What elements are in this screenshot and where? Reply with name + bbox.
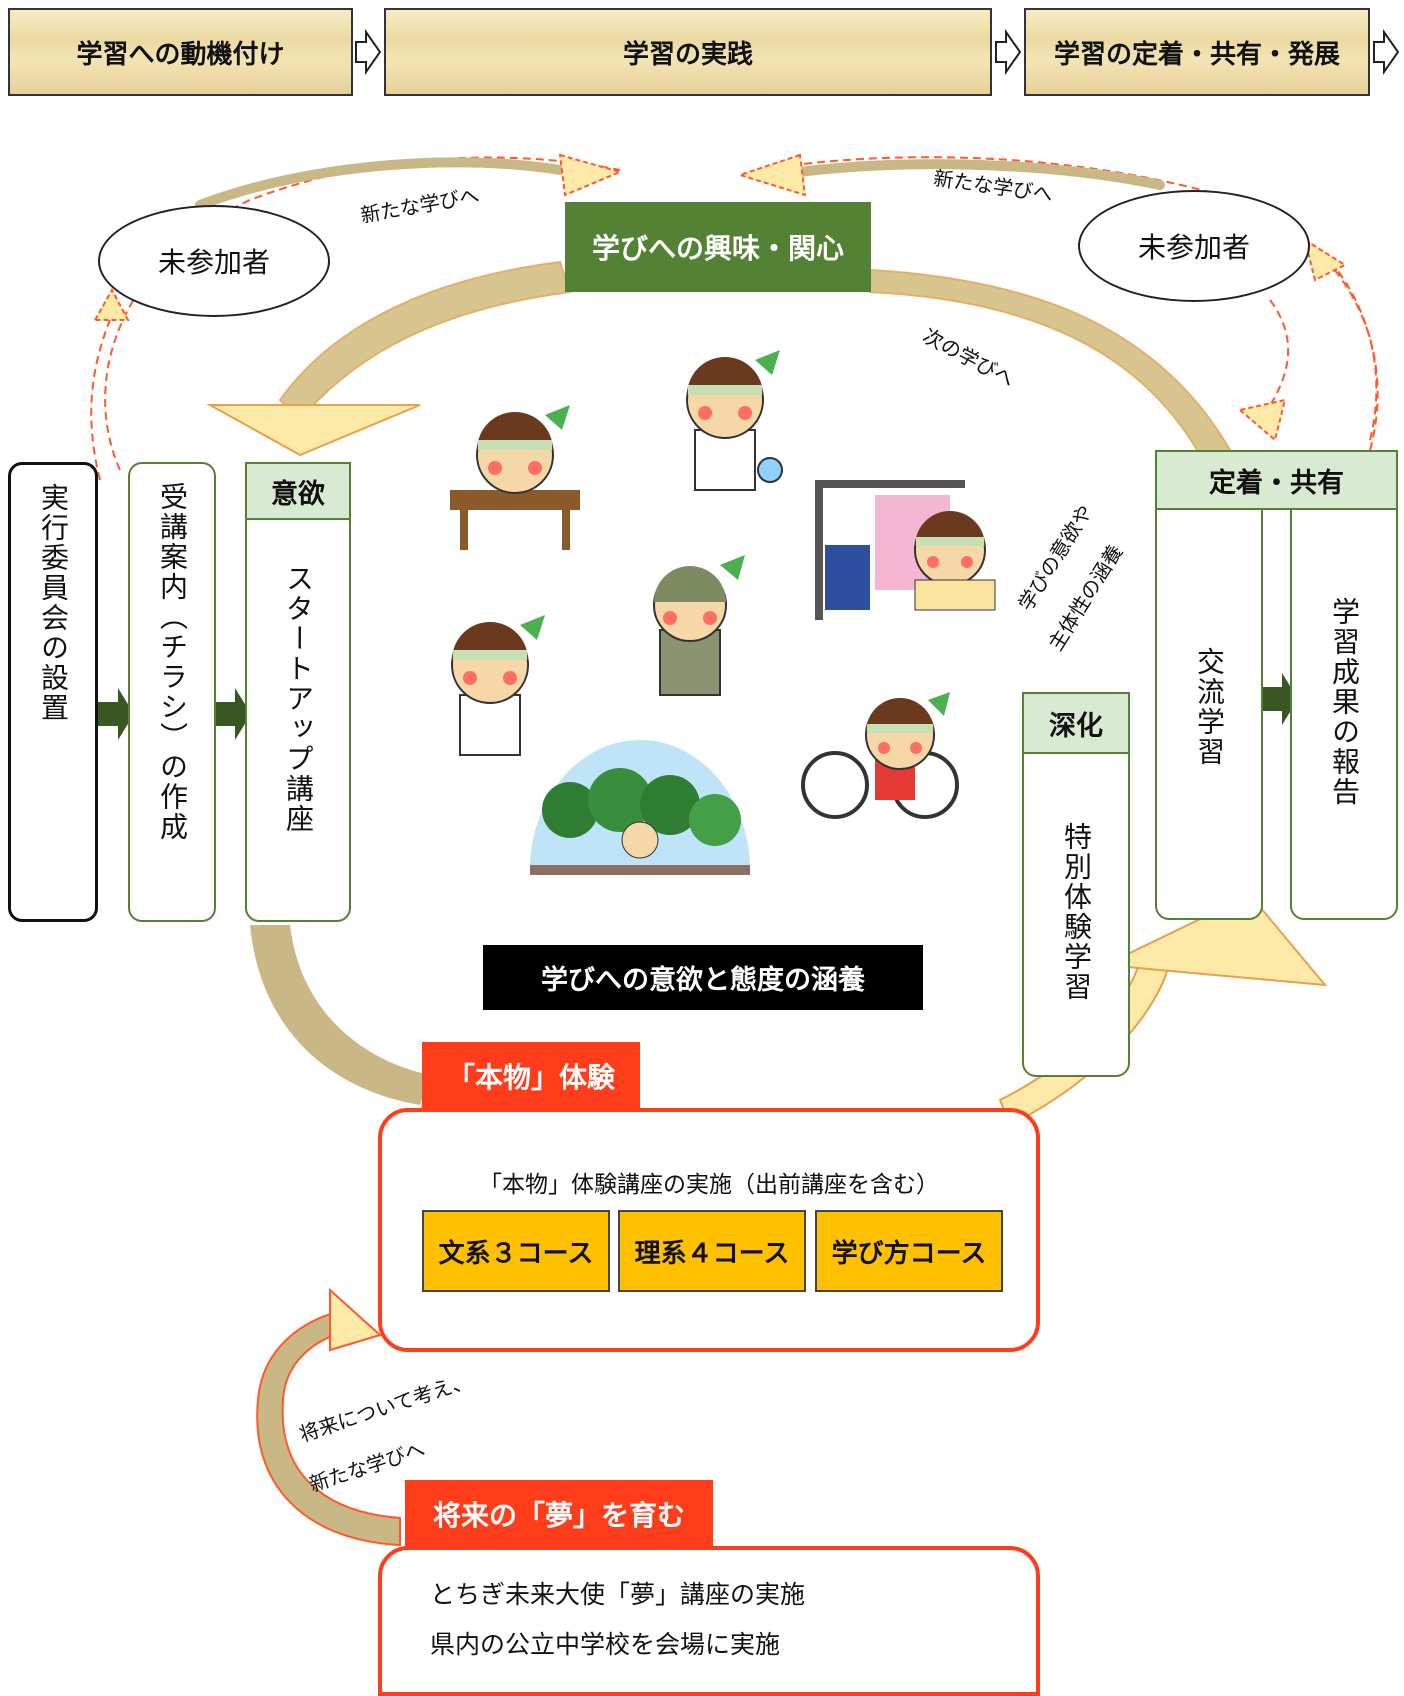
dashed-arc-left bbox=[104, 156, 621, 471]
flyer-box: 受講案内（チラシ）の作成 bbox=[128, 462, 216, 922]
committee-label: 実行委員会の設置 bbox=[37, 483, 70, 723]
stage-motivation: 学習への動機付け bbox=[8, 8, 353, 96]
dashed-arrowhead-left-up bbox=[93, 287, 130, 321]
arrowhead-to-startup bbox=[206, 404, 421, 457]
non-participant-left: 未参加者 bbox=[98, 205, 330, 317]
interest-header: 学びへの興味・関心 bbox=[565, 202, 871, 292]
dream-tab: 将来の「夢」を育む bbox=[405, 1480, 713, 1548]
stage-arrow-2 bbox=[995, 28, 1022, 76]
startup-box: スタートアップ講座 bbox=[245, 462, 351, 922]
dream-line-2: 県内の公立中学校を会場に実施 bbox=[430, 1630, 781, 1659]
real-experience-tab: 「本物」体験 bbox=[422, 1042, 640, 1110]
mascot-scientist bbox=[686, 350, 783, 491]
real-experience-text: 「本物」体験講座の実施（出前講座を含む） bbox=[479, 1172, 939, 1198]
dashed-arc-left-band bbox=[195, 157, 565, 210]
dashed-arrowhead-down-right bbox=[1237, 398, 1287, 442]
dashed-arrowhead-up-right bbox=[1303, 237, 1348, 282]
motivation-tab: 意欲 bbox=[245, 462, 351, 520]
stage-practice: 学習の実践 bbox=[384, 8, 992, 96]
arrowhead-to-share bbox=[1101, 893, 1328, 987]
stage-arrow-1 bbox=[355, 28, 382, 76]
course-humanities: 文系３コース bbox=[422, 1210, 610, 1292]
mascot-loom bbox=[815, 480, 996, 620]
course-science: 理系４コース bbox=[618, 1210, 806, 1292]
exchange-label: 交流学習 bbox=[1193, 647, 1226, 767]
arrow-startup-to-real bbox=[250, 925, 430, 1105]
startup-label: スタートアップ講座 bbox=[282, 564, 315, 834]
exchange-box: 交流学習 bbox=[1155, 450, 1263, 920]
special-box: 特別体験学習 bbox=[1022, 692, 1130, 1077]
dashed-arrowhead-right bbox=[736, 153, 807, 197]
stage-establish: 学習の定着・共有・発展 bbox=[1024, 8, 1370, 96]
report-box: 学習成果の報告 bbox=[1290, 450, 1398, 920]
deepen-tab: 深化 bbox=[1022, 692, 1130, 754]
arrowhead-to-real bbox=[329, 1287, 382, 1352]
green-arrow-3 bbox=[1262, 673, 1298, 725]
dashed-left-vertical bbox=[90, 319, 111, 481]
stage-arrow-3 bbox=[1373, 28, 1400, 76]
mascot-mechanic bbox=[653, 555, 745, 696]
attitude-band: 学びへの意欲と態度の涵養 bbox=[483, 945, 923, 1010]
committee-box: 実行委員会の設置 bbox=[8, 462, 98, 922]
report-label: 学習成果の報告 bbox=[1328, 597, 1361, 807]
mascot-cyclist bbox=[801, 692, 959, 819]
flyer-label: 受講案内（チラシ）の作成 bbox=[156, 482, 189, 842]
green-arrow-2 bbox=[215, 688, 251, 740]
dashed-arc-right-band bbox=[795, 159, 1165, 190]
course-learning-methods: 学び方コース bbox=[815, 1210, 1003, 1292]
dream-line-1: とちぎ未来大使「夢」講座の実施 bbox=[430, 1580, 806, 1609]
dashed-up-right bbox=[1319, 249, 1378, 441]
special-label: 特別体験学習 bbox=[1060, 822, 1093, 1002]
mascot-doctor bbox=[451, 615, 545, 756]
dream-box bbox=[378, 1546, 1040, 1696]
dashed-arrowhead-left bbox=[558, 153, 624, 197]
dashed-down-right bbox=[1259, 299, 1290, 421]
mascot-study bbox=[450, 405, 580, 550]
non-participant-right: 未参加者 bbox=[1078, 190, 1310, 302]
share-tab: 定着・共有 bbox=[1155, 450, 1398, 510]
green-arrow-1 bbox=[98, 688, 134, 740]
arrow-interest-to-startup bbox=[278, 260, 572, 422]
forest-illustration bbox=[530, 740, 750, 875]
